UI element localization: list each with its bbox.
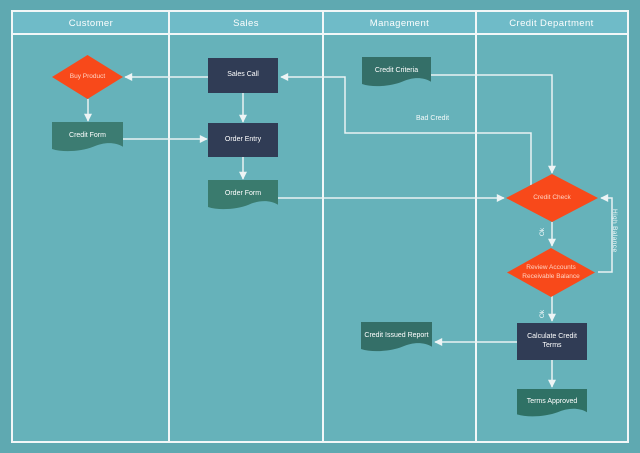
node-label: Credit Form	[69, 131, 106, 139]
lane-header-customer: Customer	[13, 12, 169, 35]
node-credit-criteria[interactable]: Credit Criteria	[362, 57, 431, 90]
lane-label: Customer	[68, 18, 114, 29]
lane-divider	[322, 12, 324, 441]
edge-label-bad-credit: Bad Credit	[416, 115, 450, 122]
document-shape	[361, 322, 432, 352]
lane-header-management: Management	[323, 12, 476, 35]
document-shape	[208, 180, 278, 210]
node-credit-issued-report[interactable]: Credit Issued Report	[361, 322, 432, 355]
node-calculate-credit-terms[interactable]: Calculate Credit Terms	[517, 323, 587, 360]
node-terms-approved[interactable]: Terms Approved	[517, 389, 587, 420]
node-label: Calculate Credit Terms	[527, 332, 577, 349]
node-order-form[interactable]: Order Form	[208, 180, 278, 213]
lane-label: Management	[369, 18, 430, 29]
lane-label: Sales	[233, 18, 259, 29]
node-label: Terms Approved	[526, 397, 578, 405]
node-label: Order Entry	[224, 135, 262, 143]
edge-label-ok-review: Ok	[538, 309, 546, 319]
edge-label-high-balance: High Balance	[611, 209, 618, 253]
lane-divider	[475, 12, 477, 441]
lane-divider	[168, 12, 170, 441]
lane-header-row	[13, 12, 627, 35]
node-label: Sales Call	[227, 71, 259, 79]
node-credit-form[interactable]: Credit Form	[52, 122, 123, 155]
node-order-entry[interactable]: Order Entry	[208, 123, 278, 157]
edge-label-ok-credit-check: Ok	[538, 227, 546, 237]
node-sales-call[interactable]: Sales Call	[208, 58, 278, 93]
node-label: Order Form	[224, 189, 262, 197]
node-label: Credit Check	[533, 193, 571, 201]
document-shape	[517, 389, 587, 417]
node-label: Buy Product	[69, 72, 106, 80]
lane-header-credit-department: Credit Department	[476, 12, 627, 35]
node-label: Review Accounts Receivable Balance	[522, 264, 580, 280]
node-label: Credit Criteria	[374, 66, 419, 74]
document-shape	[52, 122, 123, 152]
document-shape	[362, 57, 431, 87]
node-label: Credit Issued Report	[364, 331, 429, 339]
lane-header-sales: Sales	[169, 12, 323, 35]
lane-label: Credit Department	[509, 18, 594, 29]
